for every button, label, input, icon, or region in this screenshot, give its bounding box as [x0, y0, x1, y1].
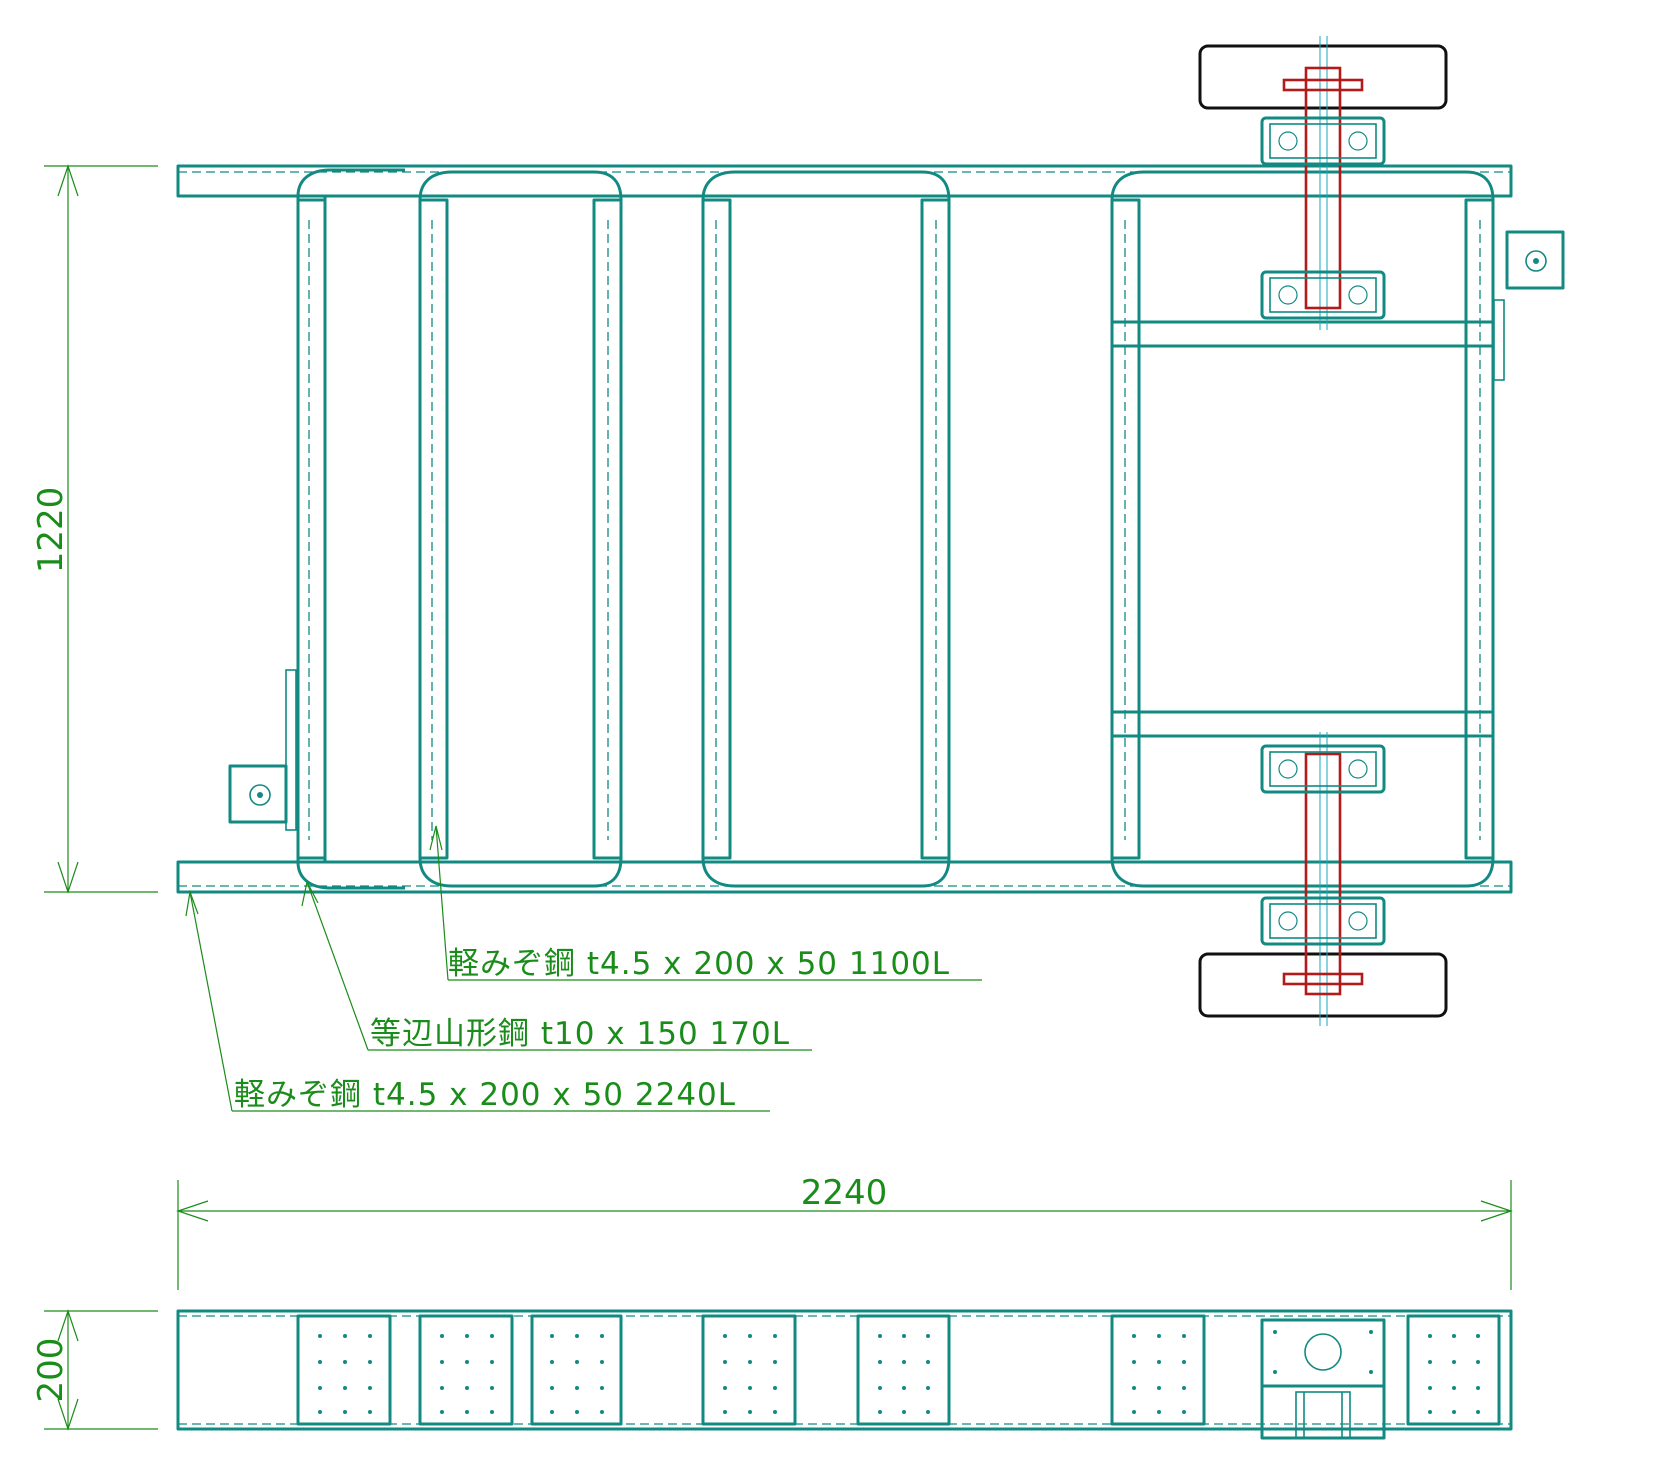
note-angle-steel: 等辺山形鋼 t10 x 150 170L	[370, 1016, 790, 1052]
dimension-side-height: 200	[31, 1309, 158, 1431]
dimension-length: 2240	[176, 1173, 1513, 1290]
side-plate-6	[1110, 1314, 1206, 1426]
side-plate-5	[856, 1314, 951, 1426]
dimension-height: 1220	[31, 164, 158, 894]
side-plate-3	[530, 1314, 623, 1426]
side-axle-bracket	[1260, 1318, 1386, 1440]
note-long-channel: 軽みぞ鋼 t4.5 x 200 x 50 2240L	[234, 1077, 736, 1113]
wheel-bottom	[1198, 952, 1448, 1018]
lifting-lug-right	[1505, 230, 1565, 290]
plan-view	[176, 36, 1565, 1026]
cross-channel-3	[701, 170, 951, 888]
note-leaders	[185, 825, 982, 1112]
side-plate-4	[701, 1314, 797, 1426]
lifting-lug-left	[228, 764, 288, 824]
side-plate-2	[418, 1314, 514, 1426]
side-view	[176, 1309, 1513, 1440]
dimension-side-height-label: 200	[31, 1338, 71, 1403]
cross-channel-1	[285, 168, 405, 890]
center-plate	[1110, 299, 1505, 738]
wheel-top	[1198, 44, 1448, 110]
cross-channel-4	[1110, 170, 1495, 888]
side-plate-1	[296, 1314, 392, 1426]
dimension-height-label: 1220	[31, 487, 71, 574]
cross-channel-2	[418, 170, 623, 888]
axle-assembly-bottom	[1198, 732, 1448, 1026]
note-cross-channel: 軽みぞ鋼 t4.5 x 200 x 50 1100L	[448, 946, 950, 982]
dimension-length-label: 2240	[801, 1173, 888, 1213]
side-plate-7	[1406, 1314, 1501, 1426]
axle-assembly-top	[1198, 36, 1448, 330]
